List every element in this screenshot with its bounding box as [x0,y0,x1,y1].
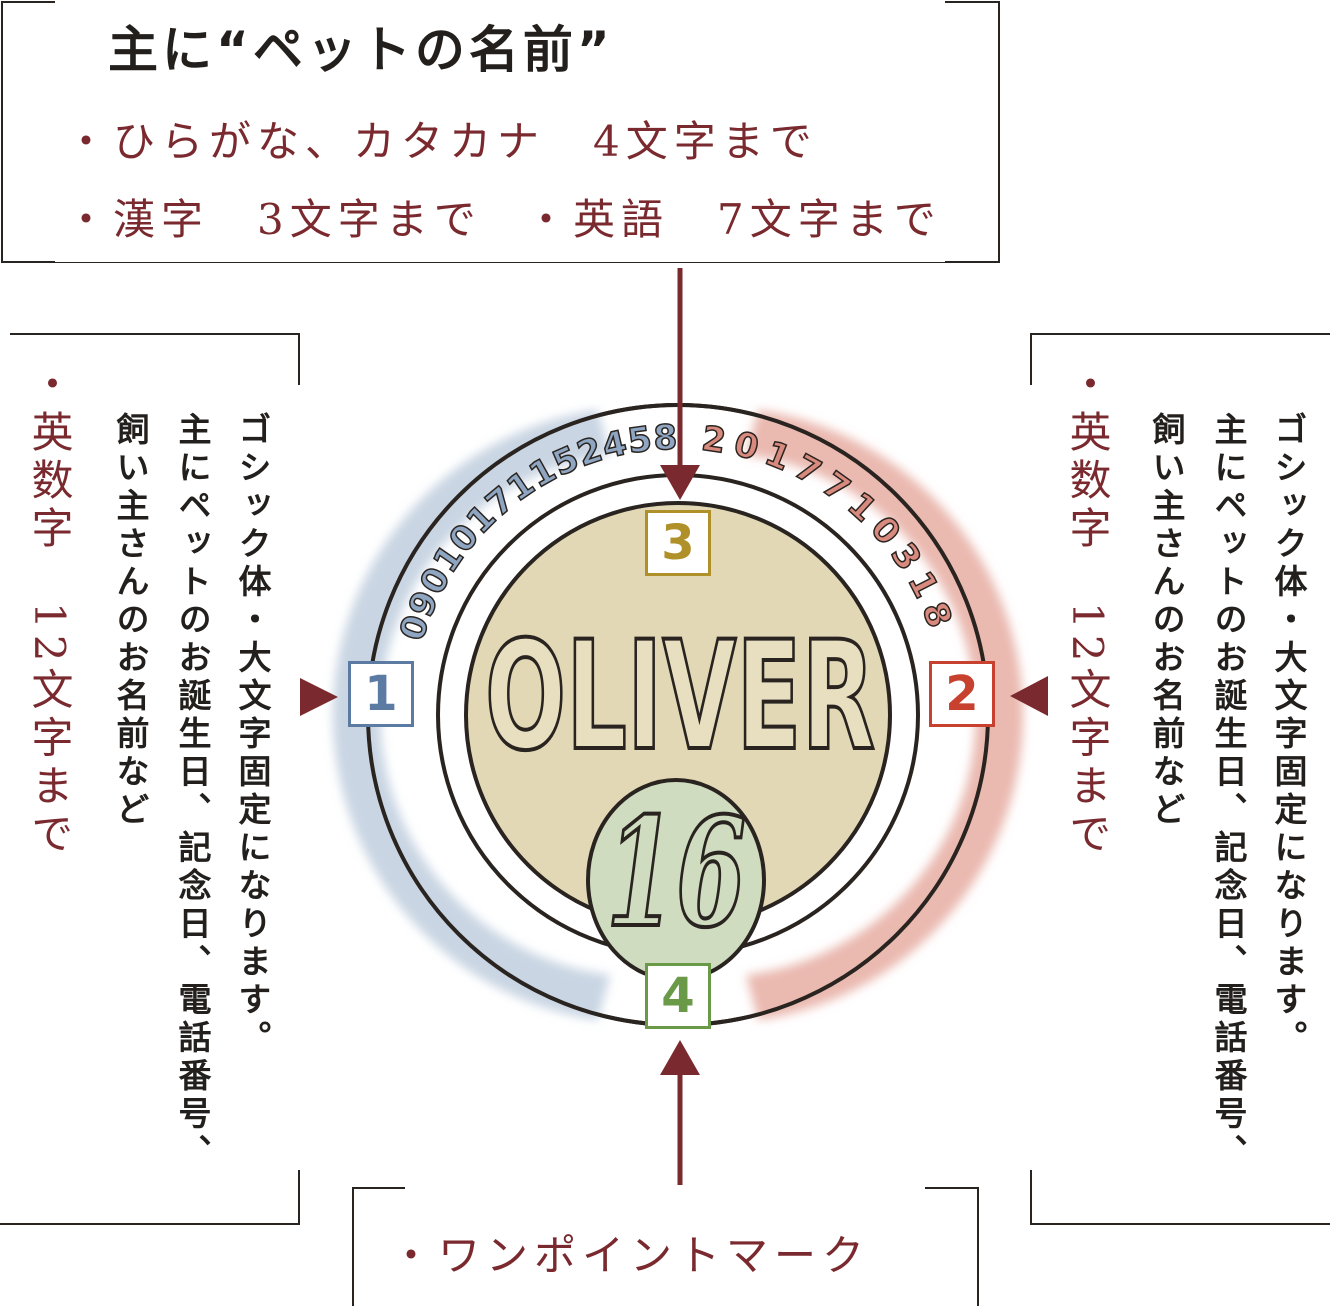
arrow-top [660,268,700,500]
top-line-kana: ・ひらがな、カタカナ 4文字まで [65,117,818,166]
arrow-right [1010,676,1048,716]
bottom-label: ・ワンポイントマーク [390,1231,871,1280]
badge-1: 1 [348,661,414,727]
medal: 09010171152458 2017710318 OLIVER 16 [332,403,1024,1027]
right-col-usage: 主にペットのお誕生日、記念日、電話番号、 [1209,412,1248,1172]
pet-name: OLIVER [485,610,875,784]
badge-2: 2 [929,661,995,727]
left-col-limit: ・英数字 12文字まで [25,362,74,860]
top-line-kanji: ・漢字 3文字まで [65,195,482,244]
left-col-font-note: ゴシック体・大文字固定になります。 [233,412,272,1058]
top-title: 主に“ペットの名前” [108,21,614,79]
right-col-font-note: ゴシック体・大文字固定になります。 [1269,412,1308,1058]
right-ring-band [746,410,1024,1020]
right-col-owner: 飼い主さんのお名前など [1147,412,1186,830]
badge-4: 4 [645,963,711,1029]
arrow-bottom [660,1040,700,1185]
badge-3: 3 [645,510,711,576]
top-line-english: ・英語 7文字まで [525,195,942,244]
left-col-usage: 主にペットのお誕生日、記念日、電話番号、 [173,412,212,1172]
arrow-left [300,678,338,716]
left-col-owner: 飼い主さんのお名前など [111,412,150,830]
left-ring-band [332,410,610,1020]
right-col-limit: ・英数字 12文字まで [1063,362,1112,860]
mark-number: 16 [606,785,746,961]
